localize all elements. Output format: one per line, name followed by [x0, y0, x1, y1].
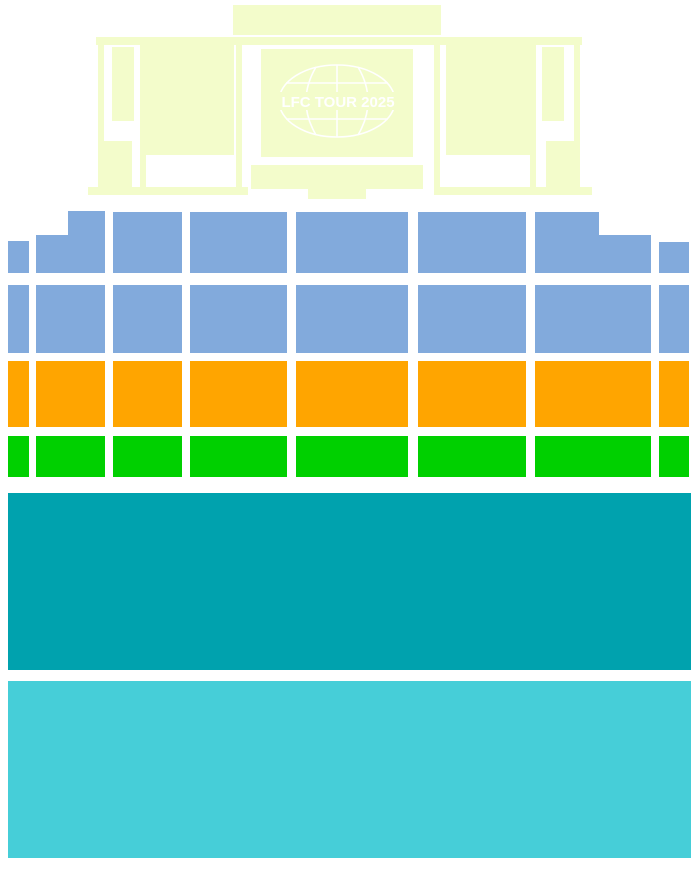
section-middle-2[interactable]	[36, 361, 105, 427]
section-upper-row1-6[interactable]	[418, 212, 526, 273]
section-upper-row2-7[interactable]	[535, 285, 651, 353]
section-middle-3[interactable]	[113, 361, 182, 427]
section-upper-row1-2[interactable]	[36, 211, 105, 273]
section-lower-7[interactable]	[535, 436, 651, 477]
section-lower-6[interactable]	[418, 436, 526, 477]
section-upper-row1-7[interactable]	[535, 212, 651, 273]
section-upper-row2-6[interactable]	[418, 285, 526, 353]
section-floor-front[interactable]	[8, 493, 691, 670]
section-lower-4[interactable]	[190, 436, 287, 477]
section-middle-8[interactable]	[659, 361, 689, 427]
section-upper-row2-1[interactable]	[8, 285, 29, 353]
stage-logo-text: LFC TOUR 2025	[281, 94, 394, 111]
section-upper-row2-5[interactable]	[296, 285, 408, 353]
section-lower-1[interactable]	[8, 436, 29, 477]
section-lower-8[interactable]	[659, 436, 689, 477]
section-middle-4[interactable]	[190, 361, 287, 427]
section-upper-row2-8[interactable]	[659, 285, 689, 353]
stage-graphic: LFC TOUR 2025	[88, 5, 592, 199]
section-floor-back[interactable]	[8, 681, 691, 858]
section-middle-7[interactable]	[535, 361, 651, 427]
section-upper-row1-8[interactable]	[659, 242, 689, 273]
section-upper-row1-1[interactable]	[8, 241, 29, 273]
section-middle-6[interactable]	[418, 361, 526, 427]
section-upper-row1-4[interactable]	[190, 212, 287, 273]
section-upper-row2-3[interactable]	[113, 285, 182, 353]
section-upper-row1-3[interactable]	[113, 212, 182, 273]
section-upper-row1-5[interactable]	[296, 212, 408, 273]
section-middle-5[interactable]	[296, 361, 408, 427]
stage: LFC TOUR 2025	[86, 5, 592, 201]
section-upper-row2-2[interactable]	[36, 285, 105, 353]
section-lower-2[interactable]	[36, 436, 105, 477]
section-upper-row2-4[interactable]	[190, 285, 287, 353]
section-lower-3[interactable]	[113, 436, 182, 477]
section-lower-5[interactable]	[296, 436, 408, 477]
section-middle-1[interactable]	[8, 361, 29, 427]
